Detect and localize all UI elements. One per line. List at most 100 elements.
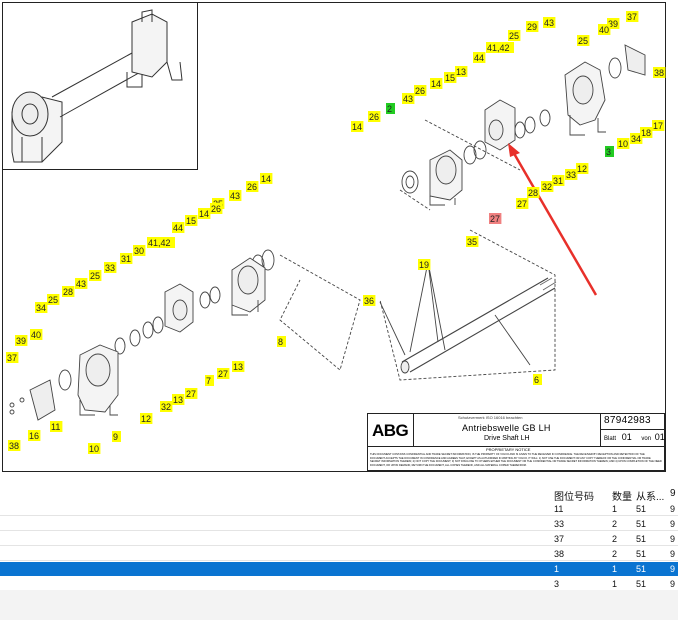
svg-text:26: 26 (211, 204, 221, 214)
svg-text:34: 34 (36, 303, 46, 313)
svg-text:39: 39 (608, 19, 618, 29)
callout-label: 41,42 (147, 237, 175, 248)
callout-label: 39 (15, 335, 28, 346)
table-cell-from: 51 (636, 519, 647, 529)
svg-text:17: 17 (653, 121, 663, 131)
svg-text:2: 2 (387, 104, 392, 114)
svg-text:28: 28 (528, 188, 538, 198)
callout-label: 26 (414, 85, 427, 96)
svg-text:15: 15 (445, 73, 455, 83)
svg-text:36: 36 (364, 296, 374, 306)
sheet-of-value: 01 (654, 432, 665, 442)
table-cell-more: 9 (670, 534, 676, 544)
callout-label: 37 (626, 11, 639, 22)
svg-text:40: 40 (599, 25, 609, 35)
callout-label: 30 (133, 245, 146, 256)
drawing-title-de: Antriebswelle GB LH (462, 423, 551, 433)
callout-label: 43 (543, 17, 556, 28)
svg-text:25: 25 (48, 295, 58, 305)
callout-label: 2 (386, 103, 395, 114)
callout-label: 43 (75, 278, 88, 289)
svg-text:33: 33 (105, 263, 115, 273)
callout-label: 13 (455, 66, 468, 77)
svg-text:37: 37 (627, 12, 637, 22)
empty-area (0, 590, 678, 620)
callout-label: 12 (140, 413, 153, 424)
table-cell-qty: 2 (612, 519, 618, 529)
callout-label: 41,42 (486, 42, 514, 53)
callout-label: 10 (88, 443, 101, 454)
svg-text:25: 25 (578, 36, 588, 46)
svg-text:44: 44 (474, 53, 484, 63)
table-cell-pos: 11 (554, 504, 564, 514)
svg-text:11: 11 (51, 422, 60, 432)
svg-text:3: 3 (606, 147, 611, 157)
svg-text:43: 43 (76, 279, 86, 289)
table-cell-pos: 38 (554, 549, 565, 559)
callout-label: 27 (217, 368, 230, 379)
svg-text:27: 27 (218, 369, 228, 379)
callout-label: 14 (430, 78, 443, 89)
svg-text:12: 12 (141, 414, 151, 424)
column-header-more[interactable]: 9 (670, 488, 676, 499)
svg-text:27: 27 (186, 389, 196, 399)
sheet-value: 01 (621, 432, 632, 442)
callout-label: 33 (565, 169, 578, 180)
table-cell-qty: 2 (612, 534, 618, 544)
callout-label: 6 (533, 374, 542, 385)
callout-label: 38 (653, 67, 666, 78)
svg-text:25: 25 (90, 271, 100, 281)
svg-text:26: 26 (415, 86, 425, 96)
callout-label: 44 (473, 52, 486, 63)
callout-label: 44 (172, 222, 185, 233)
drawing-number: 87942983 (604, 415, 651, 426)
callout-label: 14 (198, 208, 211, 219)
table-cell-qty: 1 (612, 504, 618, 514)
svg-text:38: 38 (9, 441, 19, 451)
svg-text:12: 12 (577, 164, 587, 174)
column-header-from-system[interactable]: 从系... (636, 492, 665, 503)
svg-text:10: 10 (89, 444, 99, 454)
callout-label: 11 (50, 421, 63, 432)
notice-line: SECRET INFORMATION THEREIN; 2) NOT COPY … (370, 460, 662, 464)
svg-text:40: 40 (31, 330, 41, 340)
callout-label: 28 (62, 286, 75, 297)
callout-label: 27 (516, 198, 529, 209)
svg-text:32: 32 (542, 182, 552, 192)
callout-label: 14 (260, 173, 273, 184)
svg-text:13: 13 (233, 362, 243, 372)
svg-text:27: 27 (490, 214, 500, 224)
svg-text:39: 39 (16, 336, 26, 346)
title-block: ABG Schutzvermerk ISO 16016 beachten Ant… (367, 413, 666, 471)
svg-text:26: 26 (247, 182, 257, 192)
shaft-assembly-preview (11, 9, 183, 163)
callout-label: 26 (210, 203, 223, 214)
notice-header: Schutzvermerk ISO 16016 beachten (458, 415, 523, 420)
callout-label: 25 (508, 30, 521, 41)
svg-text:35: 35 (467, 237, 477, 247)
callout-label: 31 (120, 253, 133, 264)
callout-label: 8 (277, 336, 286, 347)
notice-line: DOCUMENT ACCEPTS THE DOCUMENT IN CONFIDE… (370, 456, 651, 460)
column-header-quantity[interactable]: 数量 (612, 492, 632, 503)
svg-text:44: 44 (173, 223, 183, 233)
svg-text:37: 37 (7, 353, 17, 363)
table-cell-from: 51 (636, 549, 647, 559)
svg-text:32: 32 (161, 402, 171, 412)
callout-label: 32 (160, 401, 173, 412)
svg-text:27: 27 (517, 199, 527, 209)
callout-labels: 3739402543292541,42441315142643214263817… (6, 11, 666, 454)
red-annotation-arrow (510, 149, 598, 296)
callout-label: 34 (35, 302, 48, 313)
table-cell-more: 9 (670, 504, 676, 514)
callout-label: 38 (8, 440, 21, 451)
column-header-position[interactable]: 图位号码 (554, 492, 594, 503)
table-cell-pos: 33 (554, 519, 565, 529)
table-header: 图位号码 数量 从系... 9 (0, 484, 678, 503)
